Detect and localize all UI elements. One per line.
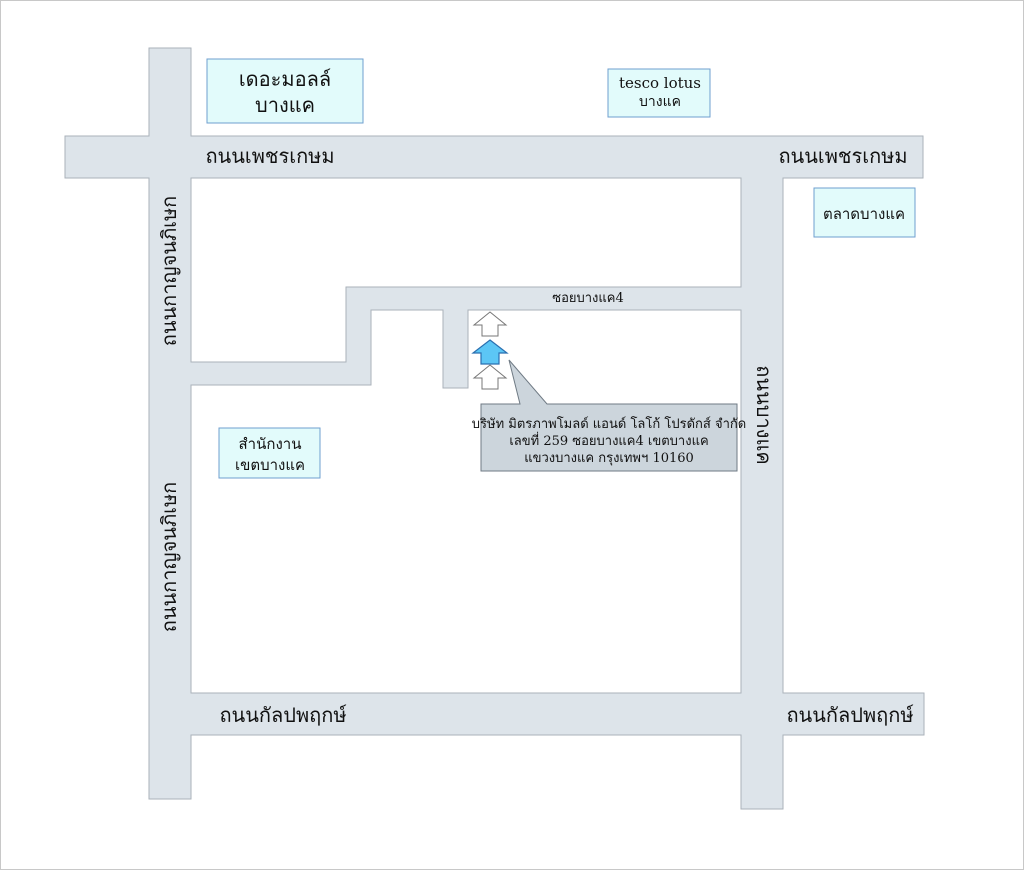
landmark-district-office: สำนักงาน เขตบางแค: [218, 427, 321, 479]
road-network: [65, 48, 924, 809]
tesco-label-line2: บางแค: [639, 94, 681, 110]
landmark-the-mall: เดอะมอลล์ บางแค: [206, 58, 364, 124]
office-label-line1: สำนักงาน: [239, 435, 302, 453]
landmark-bangkhae-market: ตลาดบางแค: [813, 187, 916, 238]
address-callout: บริษัท มิตรภาพโมลด์ แอนด์ โลโก้ โปรดักส์…: [472, 359, 746, 472]
road-outline: [64, 47, 925, 810]
mall-label-line2: บางแค: [255, 93, 315, 117]
road-label-kanlapaphruek-left: ถนนกัลปพฤกษ์: [219, 703, 347, 727]
road-label-soi-bangkhae4: ซอยบางแค4: [552, 291, 624, 306]
company-name: บริษัท มิตรภาพโมลด์ แอนด์ โลโก้ โปรดักส์…: [472, 416, 746, 432]
road-label-petchkasem-left: ถนนเพชรเกษม: [205, 144, 334, 168]
road-label-kanlapaphruek-right: ถนนกัลปพฤกษ์: [786, 703, 914, 727]
road-label-kanchanaphisek-top: ถนนกาญจนภิเษก: [157, 196, 181, 347]
office-label-line2: เขตบางแค: [235, 456, 305, 474]
road-lane: [443, 287, 468, 388]
road-kanchanaphisek: [149, 136, 191, 799]
mall-label-line1: เดอะมอลล์: [239, 67, 331, 91]
road-kanlapaphruek: [149, 693, 924, 735]
landmark-tesco-lotus: tesco lotus บางแค: [607, 68, 711, 118]
house-arrow-icon: [471, 339, 509, 365]
road-label-kanchanaphisek-bottom: ถนนกาญจนภิเษก: [157, 482, 181, 633]
road-connector-horizontal: [191, 362, 371, 385]
outline-arrow-icon: [472, 311, 508, 337]
tesco-label-line1: tesco lotus: [619, 74, 701, 92]
market-label: ตลาดบางแค: [823, 205, 905, 223]
road-label-bangkhae: ถนนบางแค: [752, 365, 776, 464]
road-label-petchkasem-right: ถนนเพชรเกษม: [778, 144, 907, 168]
address-line: เลขที่ 259 ซอยบางแค4 เขตบางแค: [509, 432, 708, 449]
outline-arrow-icon: [472, 364, 508, 390]
district-line: แขวงบางแค กรุงเทพฯ 10160: [524, 451, 694, 466]
